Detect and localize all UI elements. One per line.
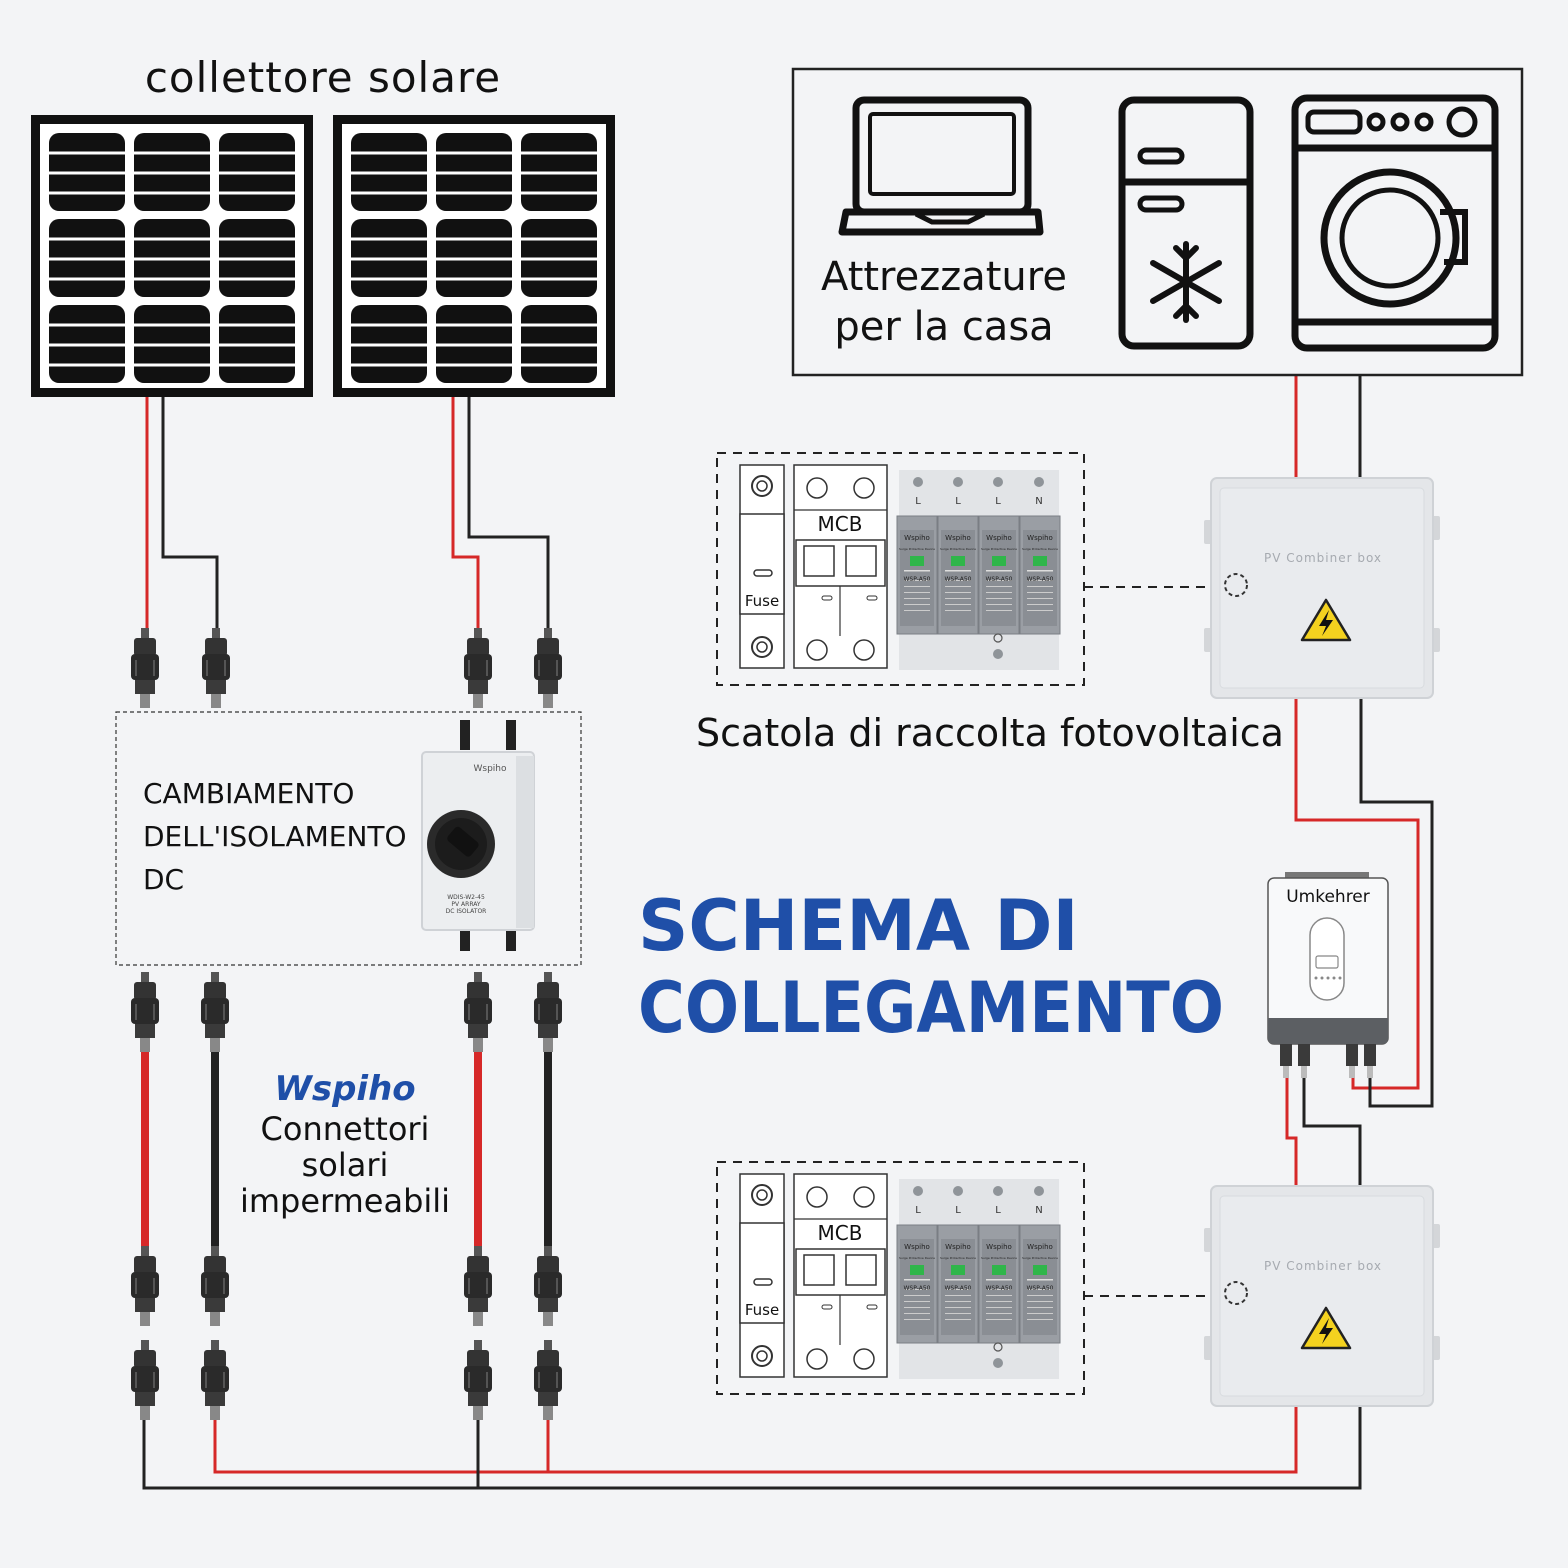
isolator-model: WDIS-W2-45 (447, 894, 485, 901)
warning-icon (1300, 598, 1352, 642)
laptop-icon (838, 96, 1044, 236)
combiner-box-bottom: PV Combiner box (1204, 1185, 1440, 1407)
spd-brand: Wspiho (1027, 534, 1053, 542)
red-wire (1285, 1075, 1298, 1188)
spd-sub: Surge Protective Device (899, 547, 935, 551)
surge-protection-assembly-bottom: Fuse MCB L L L N Wspiho Wspiho Wspiho Ws… (716, 1161, 1085, 1395)
inverter-label: Umkehrer (1286, 887, 1370, 907)
inverter: Umkehrer (1267, 872, 1389, 1078)
red-wire (1294, 698, 1420, 1090)
spd-sub: Surge Protective Device (981, 547, 1017, 551)
spd-model: WSP-A50 (986, 576, 1013, 583)
dc-isolator-switch: Wspiho WDIS-W2-45 PV ARRAY DC ISOLATOR (421, 720, 535, 951)
spd-brand: Wspiho (945, 534, 971, 542)
spd-brand: Wspiho (1027, 1243, 1053, 1251)
isolator-model: PV ARRAY (451, 901, 480, 908)
spd-sub: Surge Protective Device (899, 1256, 935, 1260)
spd-brand: Wspiho (904, 1243, 930, 1251)
connectors-label-2: solari (302, 1146, 389, 1184)
black-wire (1302, 1075, 1362, 1188)
fridge-icon (1118, 96, 1254, 350)
pole-label: N (1035, 496, 1042, 507)
pole-label: L (995, 1205, 1001, 1216)
solar-title: collettore solare (145, 53, 501, 102)
pole-label: L (915, 496, 921, 507)
black-wire (142, 1404, 1362, 1490)
combiner-label: PV Combiner box (1264, 551, 1382, 565)
diagram-title-1: SCHEMA DI (638, 885, 1079, 967)
isolator-model: DC ISOLATOR (446, 908, 487, 915)
spd-model: WSP-A50 (1027, 1285, 1054, 1292)
black-wire (1359, 698, 1434, 1108)
appliances-box: Attrezzature per la casa (791, 67, 1524, 377)
spd-model: WSP-A50 (945, 1285, 972, 1292)
spd-brand: Wspiho (986, 534, 1012, 542)
appliances-label-2: per la casa (834, 304, 1053, 350)
pole-label: N (1035, 1205, 1042, 1216)
black-wire (161, 397, 219, 632)
spd-model: WSP-A50 (945, 576, 972, 583)
fuse-label: Fuse (745, 1301, 779, 1319)
appliances-label-1: Attrezzature (821, 254, 1067, 300)
warning-icon (1300, 1306, 1352, 1350)
connectors-label-3: impermeabili (240, 1182, 450, 1220)
spd-sub: Surge Protective Device (1022, 547, 1058, 551)
solar-panel-right (333, 115, 615, 397)
red-wire (451, 397, 480, 632)
pole-label: L (995, 496, 1001, 507)
pole-label: L (955, 496, 961, 507)
spd-model: WSP-A50 (904, 1285, 931, 1292)
mcb-label: MCB (818, 1221, 863, 1245)
spd-brand: Wspiho (986, 1243, 1012, 1251)
pole-label: L (955, 1205, 961, 1216)
spd-sub: Surge Protective Device (940, 547, 976, 551)
combiner-box-top: PV Combiner box (1204, 477, 1440, 699)
spd-sub: Surge Protective Device (981, 1256, 1017, 1260)
spd-model: WSP-A50 (904, 576, 931, 583)
wiring (142, 376, 1434, 1490)
pole-label: L (915, 1205, 921, 1216)
connectors-label-1: Connettori (261, 1110, 430, 1148)
red-wire (213, 1404, 1298, 1474)
spd-model: WSP-A50 (1027, 576, 1054, 583)
diagram-title-2: COLLEGAMENTO (638, 967, 1224, 1049)
solar-panel-left (31, 115, 313, 397)
connectors-brand: Wspiho (274, 1069, 415, 1109)
spd-brand: Wspiho (945, 1243, 971, 1251)
spd-sub: Surge Protective Device (1022, 1256, 1058, 1260)
fuse-label: Fuse (745, 592, 779, 610)
connector-cables (141, 1036, 552, 1256)
mcb-label: MCB (818, 512, 863, 536)
spd-model: WSP-A50 (986, 1285, 1013, 1292)
isolator-label-2: DELL'ISOLAMENTO (143, 820, 407, 853)
isolator-brand: Wspiho (473, 764, 507, 774)
isolator-label-3: DC (143, 863, 184, 896)
combiner-label: PV Combiner box (1264, 1259, 1382, 1273)
washing-machine-icon (1291, 94, 1499, 352)
spd-brand: Wspiho (904, 534, 930, 542)
spd-sub: Surge Protective Device (940, 1256, 976, 1260)
surge-protection-assembly-top: Fuse MCB L L L N Wspiho Wspiho Wspiho Ws… (716, 452, 1085, 686)
isolator-label-1: CAMBIAMENTO (143, 777, 354, 810)
combiner-caption: Scatola di raccolta fotovoltaica (696, 711, 1284, 755)
dc-isolator-section: CAMBIAMENTO DELL'ISOLAMENTO DC Wspiho WD… (115, 711, 582, 966)
black-wire (467, 397, 550, 632)
mc4-connectors (130, 627, 563, 1421)
